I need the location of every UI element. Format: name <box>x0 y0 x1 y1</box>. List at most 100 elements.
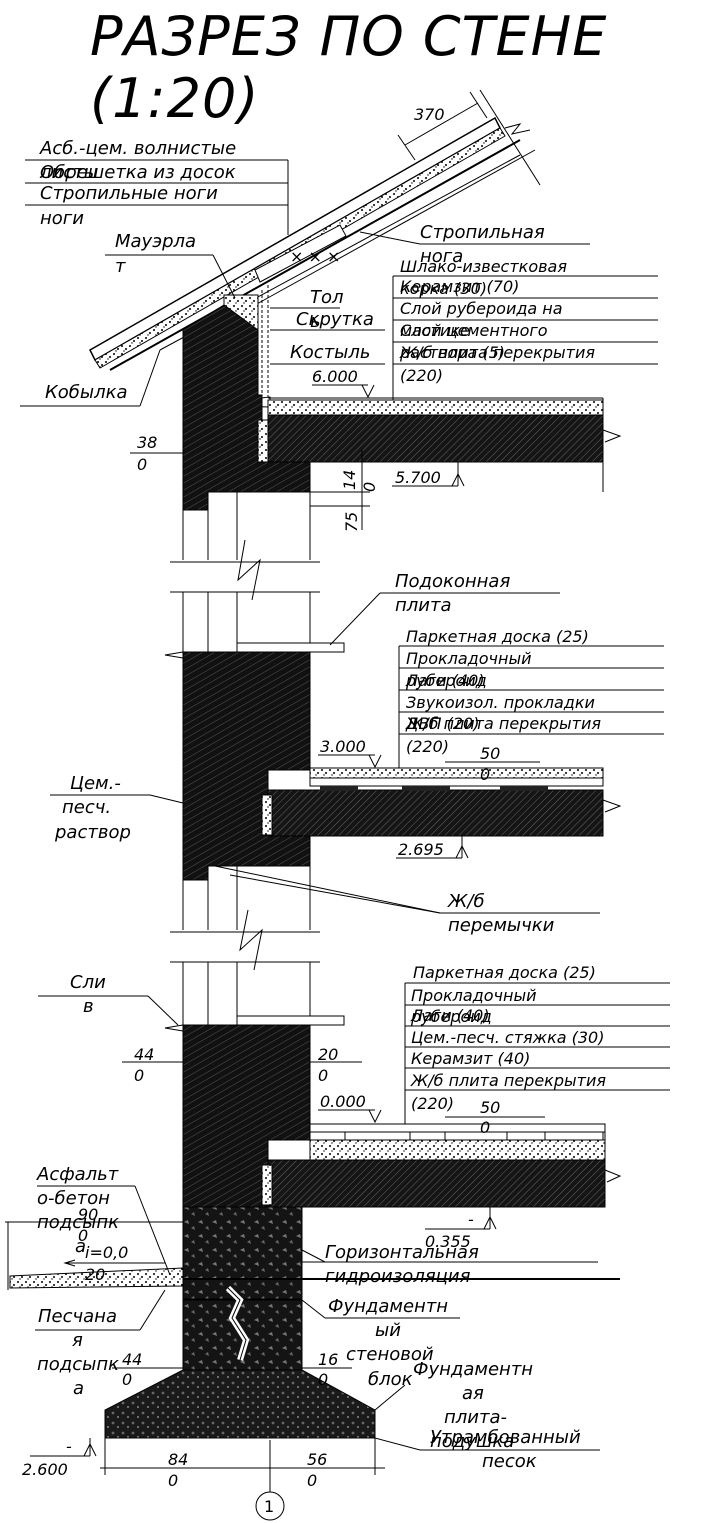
label-mortar-3: раствор <box>54 822 131 843</box>
label-lathing: Обрешетка из досок <box>40 162 236 183</box>
label-kobylka: Кобылка <box>45 382 128 403</box>
label-sand-fill: Песчана <box>38 1306 117 1327</box>
level-6000: 6.000 <box>312 367 358 386</box>
label-sand-fill-4: а <box>73 1378 84 1399</box>
label-block-4: блок <box>368 1369 413 1390</box>
label-rafters-2: ноги <box>40 208 84 229</box>
svg-text:рубероид: рубероид <box>405 671 487 690</box>
svg-text:мастике: мастике <box>400 321 470 340</box>
label-mauerlat: Мауэрла <box>115 231 196 252</box>
svg-text:Лаги (40): Лаги (40) <box>405 671 485 690</box>
level-0000: 0.000 <box>320 1092 366 1111</box>
wall-mid-masonry <box>182 651 311 881</box>
asphalt-paving <box>9 1267 184 1289</box>
attic-insulation <box>267 399 604 416</box>
svg-text:(220): (220) <box>411 1094 454 1113</box>
label-mortar-2: песч. <box>62 797 111 818</box>
level-minus-2600: 2.600 <box>22 1460 68 1479</box>
svg-text:0: 0 <box>137 455 147 474</box>
floor2-legend: Паркетная доска (25) Прокладочный руберо… <box>398 627 664 768</box>
axis-marker <box>255 1491 285 1521</box>
svg-text:Слой рубероида на: Слой рубероида на <box>400 299 563 318</box>
svg-text:-: - <box>468 1210 474 1229</box>
wall-upper: 6.000 5.700 38 0 14 0 75 <box>130 304 622 601</box>
label-podsypka-2: а <box>75 1236 86 1257</box>
svg-text:38: 38 <box>137 433 157 452</box>
foundation-cushion <box>104 1369 376 1439</box>
svg-text:Ж/б плита перекрытия: Ж/б плита перекрытия <box>399 343 595 362</box>
svg-text:корка (30): корка (30) <box>400 279 487 298</box>
attic-floor-legend: Шлако-известковая корка (30) Керамзит (7… <box>392 257 658 400</box>
svg-text:Ж/б плита перекрытия: Ж/б плита перекрытия <box>410 1071 606 1090</box>
svg-text:0: 0 <box>318 1066 328 1085</box>
roof-labels: Асб.-цем. волнистые листы Обрешетка из д… <box>20 138 658 407</box>
svg-text:20: 20 <box>318 1045 338 1064</box>
svg-text:0: 0 <box>480 765 490 784</box>
svg-text:44: 44 <box>122 1350 142 1369</box>
label-mortar: Цем.- <box>70 773 121 794</box>
svg-text:56: 56 <box>307 1450 327 1469</box>
svg-text:16: 16 <box>318 1350 338 1369</box>
svg-text:Прокладочный: Прокладочный <box>411 986 536 1005</box>
svg-text:75: 75 <box>342 512 361 532</box>
floor-1: Сли в Паркетная доска (25) Прокладочный … <box>38 962 670 1251</box>
label-hydro-2: гидроизоляция <box>325 1266 471 1287</box>
svg-text:× × ×: × × × <box>290 247 340 266</box>
label-cushion-4: подушка <box>430 1431 514 1452</box>
label-sill: Подоконная <box>395 571 510 592</box>
svg-text:0: 0 <box>307 1471 317 1490</box>
label-mauerlat-2: т <box>115 256 126 277</box>
level-2695: 2.695 <box>398 840 444 859</box>
label-sheets-2: листы <box>39 162 98 183</box>
svg-text:0: 0 <box>122 1370 132 1389</box>
svg-text:раствора (5): раствора (5) <box>399 343 505 362</box>
label-block-2: ый <box>375 1320 401 1341</box>
foundation: Асфальт о-бетон подсыпк а 90 0 i=0,0 20 … <box>5 1164 620 1521</box>
label-cushion-2: ая <box>462 1383 484 1404</box>
svg-text:50: 50 <box>480 744 500 763</box>
svg-text:84: 84 <box>168 1450 188 1469</box>
dim-370: 370 <box>414 105 445 124</box>
svg-text:i=0,0: i=0,0 <box>85 1243 128 1262</box>
floor1-legend: Паркетная доска (25) Прокладочный руберо… <box>404 963 670 1124</box>
svg-text:Лаги (40): Лаги (40) <box>410 1006 490 1025</box>
label-sheets: Асб.-цем. волнистые <box>39 138 236 159</box>
floor-2: Подоконная плита Паркетная доска (25) Пр… <box>50 571 664 971</box>
label-rafter-leg: Стропильная <box>420 222 545 243</box>
svg-text:Керамзит (40): Керамзит (40) <box>411 1049 530 1068</box>
foundation-wall-block <box>182 1206 303 1300</box>
attic-slab <box>267 414 604 463</box>
label-asphalt-2: о-бетон <box>37 1188 110 1209</box>
svg-text:Шлако-известковая: Шлако-известковая <box>400 257 567 276</box>
svg-text:Звукоизол. прокладки: Звукоизол. прокладки <box>406 693 595 712</box>
label-sand-fill-2: я <box>72 1330 83 1351</box>
label-cushion-3: плита- <box>444 1407 507 1428</box>
svg-text:0: 0 <box>318 1370 328 1389</box>
label-sliv-2: в <box>83 996 94 1017</box>
svg-text:50: 50 <box>480 1098 500 1117</box>
label-rammed-sand-2: песок <box>482 1451 537 1472</box>
svg-text:14: 14 <box>340 470 359 490</box>
label-rafters: Стропильные ноги <box>40 183 218 204</box>
svg-text:Цем.-песч. стяжка (30): Цем.-песч. стяжка (30) <box>411 1028 604 1047</box>
rafter-leg <box>254 224 347 283</box>
label-block: Фундаментн <box>328 1296 448 1317</box>
level-minus-0355: 0.355 <box>425 1232 471 1251</box>
level-5700: 5.700 <box>395 468 441 487</box>
title-line-1: РАЗРЕЗ ПО СТЕНЕ <box>90 5 608 68</box>
svg-text:рубероид: рубероид <box>410 1007 492 1026</box>
floor2-slab <box>267 789 604 837</box>
svg-text:Слой цементного: Слой цементного <box>400 321 548 340</box>
svg-text:-: - <box>66 1437 72 1456</box>
title-line-2: (1:20) <box>90 67 260 130</box>
label-cushion: Фундаментн <box>413 1359 533 1380</box>
floor1-slab <box>267 1159 606 1208</box>
label-sand-fill-3: подсыпк <box>37 1354 119 1375</box>
label-tol: Тол <box>310 287 344 308</box>
label-lintels-2: перемычки <box>448 915 555 936</box>
label-tol-2: ь <box>310 311 321 332</box>
label-sliv: Сли <box>70 972 106 993</box>
svg-text:44: 44 <box>134 1045 154 1064</box>
svg-text:Керамзит (70): Керамзит (70) <box>400 277 519 296</box>
